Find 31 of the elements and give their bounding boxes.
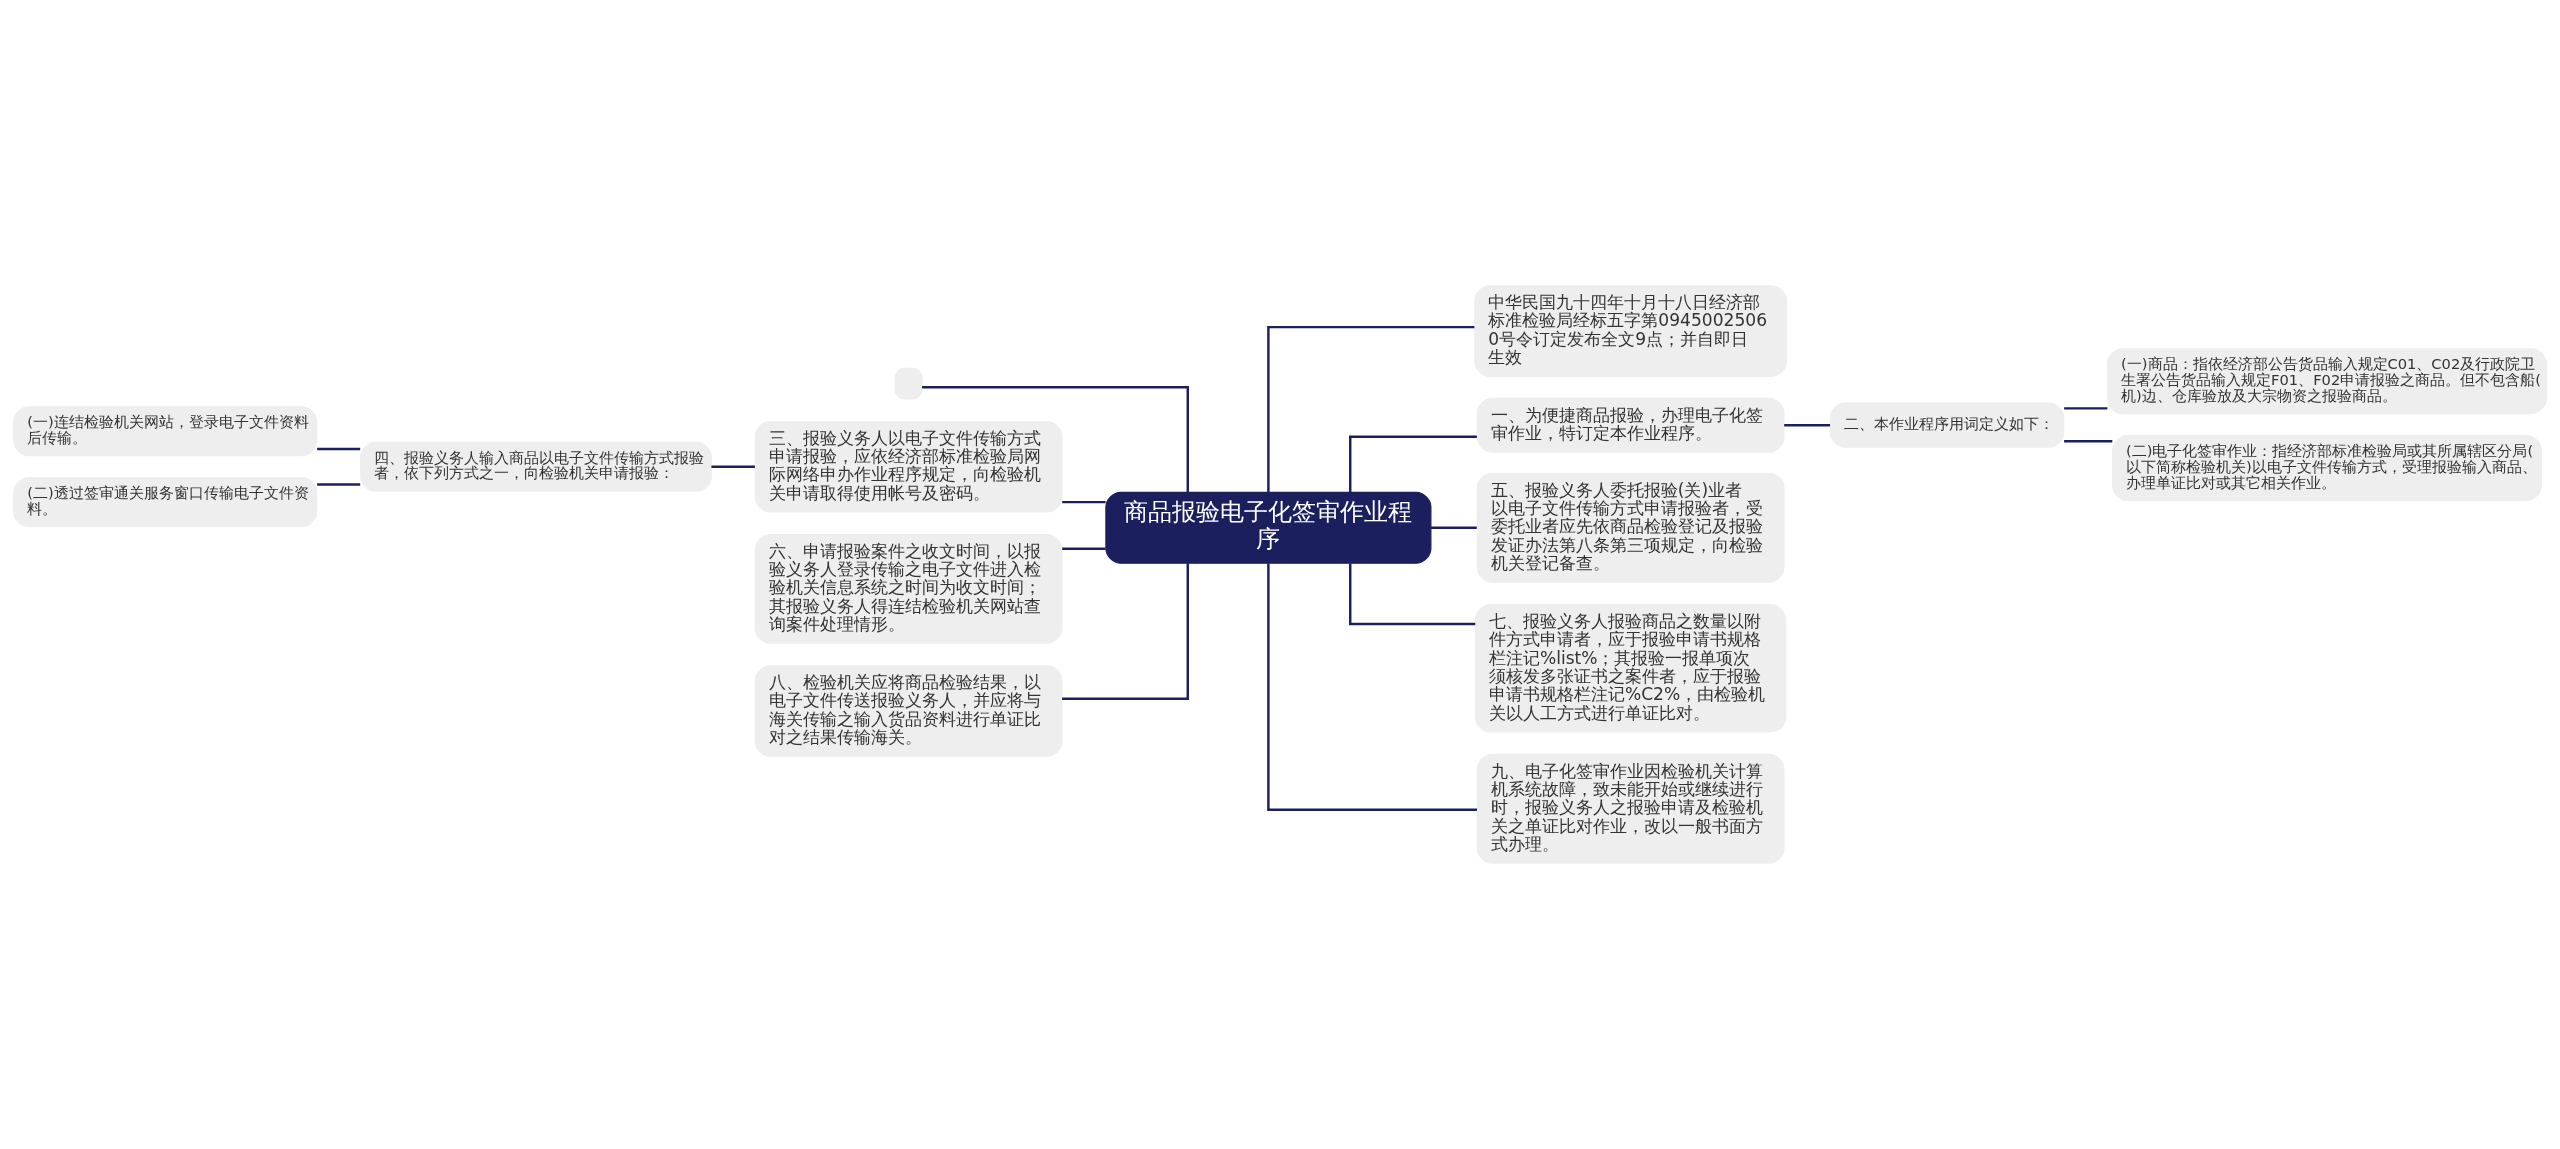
connector xyxy=(711,465,755,468)
connector xyxy=(1349,435,1477,493)
connector xyxy=(1062,500,1106,504)
node-box: 九、电子化签审作业因检验机关计算机系统故障，致未能开始或继续进行时，报验义务人之报验申请及检验机关之单证比对作业，改以一般书面方式办理。 xyxy=(1476,753,1785,864)
node-box xyxy=(894,367,923,400)
node-box: 五、报验义务人委托报验(关)业者以电子文件传输方式申请报验者，受委托业者应先依商品检验登记及报验发证办法第八条第三项规定，向检验机关登记备查。 xyxy=(1476,472,1785,583)
node-box: (二)透过签审通关服务窗口传输电子文件资料。 xyxy=(13,477,318,528)
connector xyxy=(1062,563,1189,700)
node-box: (一)连结检验机关网站，登录电子文件资料后传输。 xyxy=(13,406,318,457)
node-box: 中华民国九十四年十月十八日经济部标准检验局经标五字第09450025060号令订定发布全文9点；并自即日生效 xyxy=(1474,285,1787,377)
connector xyxy=(2064,440,2113,443)
node-box: 二、本作业程序用词定义如下： xyxy=(1829,402,2065,448)
connector xyxy=(1430,526,1477,529)
node-box: 三、报验义务人以电子文件传输方式申请报验，应依经济部标准检验局网际网络申办作业程序规定，向检验机关申请取得使用帐号及密码。 xyxy=(754,420,1063,513)
connector xyxy=(922,386,1189,493)
node-box: 七、报验义务人报验商品之数量以附件方式申请者，应于报验申请书规格栏注记%list%；其报验一报单项次须核发多张证书之案件者，应于报验申请书规格栏注记%C2%，由检验机关以人工方式进行单证比对。 xyxy=(1474,604,1787,733)
node-box: (一)商品：指依经济部公告货品输入规定C01、C02及行政院卫生署公告货品输入规定F01、F02申请报验之商品。但不包含船(机)边、仓库验放及大宗物资之报验商品。 xyxy=(2107,348,2547,415)
connector xyxy=(2064,407,2108,410)
node-box: 四、报验义务人输入商品以电子文件传输方式报验者，依下列方式之一，向检验机关申请报验： xyxy=(360,441,712,492)
connector xyxy=(1267,563,1477,811)
node-box: 商品报验电子化签审作业程序 xyxy=(1105,491,1432,564)
node-box: 一、为便捷商品报验，办理电子化签审作业，特订定本作业程序。 xyxy=(1476,397,1785,453)
connector xyxy=(1349,563,1476,626)
connector xyxy=(1267,325,1475,492)
connector xyxy=(1784,423,1831,427)
connector xyxy=(317,447,361,451)
node-box: 六、申请报验案件之收文时间，以报验义务人登录传输之电子文件进入检验机关信息系统之时间为收文时间；其报验义务人得连结检验机关网站查询案件处理情形。 xyxy=(754,533,1063,644)
connector xyxy=(1062,547,1106,551)
node-box: (二)电子化签审作业：指经济部标准检验局或其所属辖区分局(以下简称检验机关)以电子文件传输方式，受理报验输入商品、办理单证比对或其它相关作业。 xyxy=(2111,434,2542,501)
node-box: 八、检验机关应将商品检验结果，以电子文件传送报验义务人，并应将与海关传输之输入货品资料进行单证比对之结果传输海关。 xyxy=(754,665,1063,757)
connector xyxy=(317,483,361,486)
